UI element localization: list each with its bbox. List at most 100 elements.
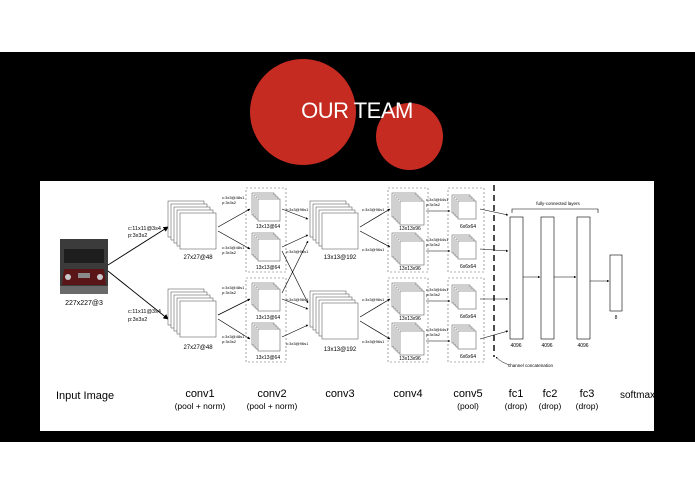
conv5-param-4b: p:3x3s2 [426,332,441,337]
conv1-param-top-1: c:11x11@3s4 [128,226,161,232]
fc-title: fully-connected layers [536,201,580,206]
conv5-param-2a: c:3x3@64s1 [426,237,449,242]
conv2-size-4: 13x13@64 [256,355,280,361]
conv5-dashed-box-bottom [447,277,485,363]
fc3-layer [576,216,591,340]
conv2-size-3: 13x13@64 [256,315,280,321]
stage-fc2: fc2 (drop) [530,388,570,411]
fc-bracket [511,208,599,213]
conv2-size-1: 13x13@64 [256,224,280,230]
conv4-stacks [391,192,425,356]
stage-fc3: fc3 (drop) [567,388,607,411]
conv5-param-4a: c:3x3@64s1 [426,327,449,332]
conv4-size-1: 13x13x96 [399,226,421,232]
conv1-size-bottom: 27x27@48 [183,345,213,351]
red-circle-small [376,103,443,170]
stage-conv3: conv3 [305,388,375,401]
conv2-param-1b: p:3x3s2 [222,200,237,205]
softmax-layer [609,254,623,312]
stage-fc3-sub: (drop) [575,401,599,411]
stage-conv5-sub: (pool) [457,401,479,411]
conv5-stacks [451,194,477,350]
conv2-param-3a: c:3x3@48s1 [222,285,245,290]
fc1-layer [509,216,524,340]
slide-background: OUR TEAM 227x227@3 [0,52,695,442]
conv3-stacks [309,200,359,340]
conv5-param-1a: c:3x3@64s1 [426,197,449,202]
red-circle-large [250,59,356,165]
concat-label: channel concatenation [508,363,554,368]
conv4-param-1: c:3x3@96s1 [362,207,385,212]
stage-fc2-name: fc2 [542,388,558,400]
fc3-size: 4096 [577,343,588,349]
stage-conv5-name: conv5 [453,388,483,400]
stage-conv2-name: conv2 [257,388,287,400]
conv3-size-top: 13x13@192 [324,255,357,261]
stage-conv2: conv2 (pool + norm) [232,388,312,411]
conv5-dashed-box-top [447,187,485,273]
softmax-size: 8 [615,315,618,321]
conv4-param-2: c:3x3@96s1 [362,247,385,252]
conv3-param-1: c:3x3@96s1 [286,207,309,212]
conv1-stack-bottom [167,288,217,338]
conv5-param-1b: p:3x3s2 [426,202,441,207]
conv2-dashed-box-top [245,187,287,273]
conv1-size-top: 27x27@48 [183,255,213,261]
stage-fc1: fc1 (drop) [496,388,536,411]
conv4-size-3: 13x13x96 [399,316,421,322]
conv5-param-3a: c:3x3@64s1 [426,287,449,292]
stage-conv1-sub: (pool + norm) [174,401,226,411]
conv5-size-3: 6x6x64 [460,314,476,320]
conv2-stacks [251,192,281,352]
conv3-param-2: c:3x3@96s1 [286,249,309,254]
slide-title: OUR TEAM [301,98,413,123]
stage-conv2-sub: (pool + norm) [246,401,298,411]
conv2-param-1a: c:3x3@48s1 [222,195,245,200]
stage-conv4-name: conv4 [393,388,423,400]
stage-fc2-sub: (drop) [538,401,562,411]
fc2-layer [540,216,555,340]
softmax-label: softmax [620,390,656,401]
stage-conv1-name: conv1 [185,388,215,400]
conv3-size-bottom: 13x13@192 [324,347,357,353]
conv2-dashed-box-bottom [245,277,287,363]
conv3-param-3: c:3x3@96s1 [286,297,309,302]
conv5-param-3b: p:3x3s2 [426,292,441,297]
conv2-param-2a: c:3x3@48s1 [222,245,245,250]
stage-conv5: conv5 (pool) [437,388,499,411]
conv2-param-3b: p:3x3s2 [222,290,237,295]
conv2-size-2: 13x13@64 [256,265,280,271]
conv4-size-4: 13x13x96 [399,356,421,362]
conv1-stack-top [167,200,217,250]
conv5-size-4: 6x6x64 [460,354,476,360]
fc1-size: 4096 [510,343,521,349]
conv1-param-bottom-1: c:11x11@3s4 [128,309,161,315]
conv2-param-2b: p:3x3s2 [222,250,237,255]
diagram-canvas: 227x227@3 c:11x11@3s4 p:3x3s2 c:11x11@3s… [60,185,623,368]
input-car-image [60,239,108,294]
input-size-label: 227x227@3 [65,300,103,307]
conv5-size-2: 6x6x64 [460,264,476,270]
stage-fc1-sub: (drop) [504,401,528,411]
conv5-size-1: 6x6x64 [460,224,476,230]
conv1-param-top-2: p:3x3s2 [128,233,147,239]
stage-conv1: conv1 (pool + norm) [160,388,240,411]
fc2-size: 4096 [541,343,552,349]
stage-conv3-name: conv3 [325,388,355,400]
conv4-param-4: c:3x3@96s1 [362,339,385,344]
conv5-param-2b: p:3x3s2 [426,242,441,247]
stage-fc3-name: fc3 [579,388,595,400]
title-area: OUR TEAM [0,52,695,182]
stage-fc1-name: fc1 [508,388,524,400]
conv2-param-4b: p:3x3s2 [222,339,237,344]
conv4-dashed-box-bottom [387,277,429,363]
input-image-label: Input Image [56,390,115,402]
conv3-param-4: c:3x3@96s1 [286,341,309,346]
stage-conv4: conv4 [373,388,443,401]
conv4-size-2: 13x13x96 [399,266,421,272]
conv4-param-3: c:3x3@96s1 [362,297,385,302]
conv1-param-bottom-2: p:3x3s2 [128,317,147,323]
conv4-dashed-box-top [387,187,429,273]
conv2-param-4a: c:3x3@48s1 [222,334,245,339]
cnn-architecture-diagram: 227x227@3 c:11x11@3s4 p:3x3s2 c:11x11@3s… [40,181,656,431]
